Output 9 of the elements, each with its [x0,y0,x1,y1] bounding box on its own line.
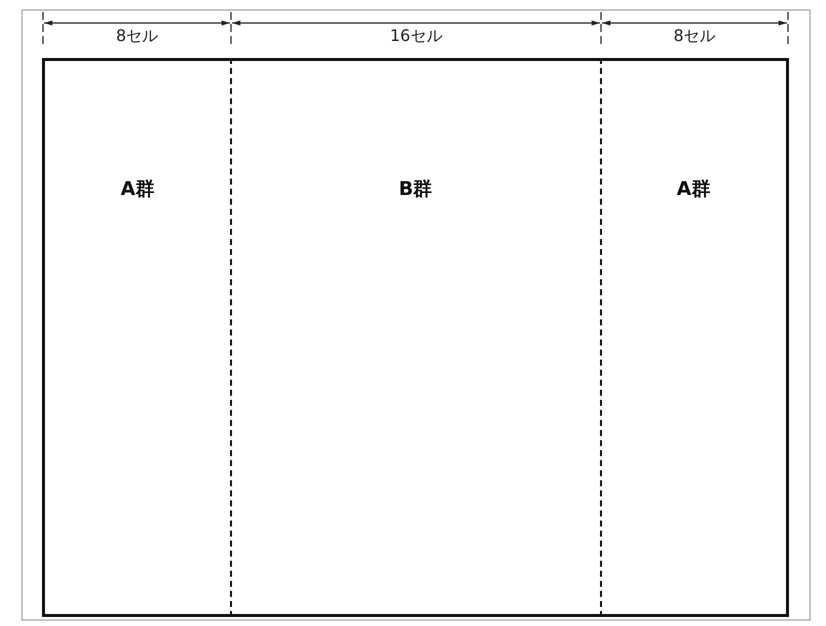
group-label: A群 [120,177,156,202]
region-panel [42,58,232,617]
dimension-label: 16セル [390,26,442,47]
region-panel [601,58,789,617]
group-label: A群 [676,177,712,202]
dimension-label: 8セル [116,26,158,47]
dimension-label: 8セル [674,26,716,47]
group-label: B群 [398,177,434,202]
region-panel [231,58,602,617]
